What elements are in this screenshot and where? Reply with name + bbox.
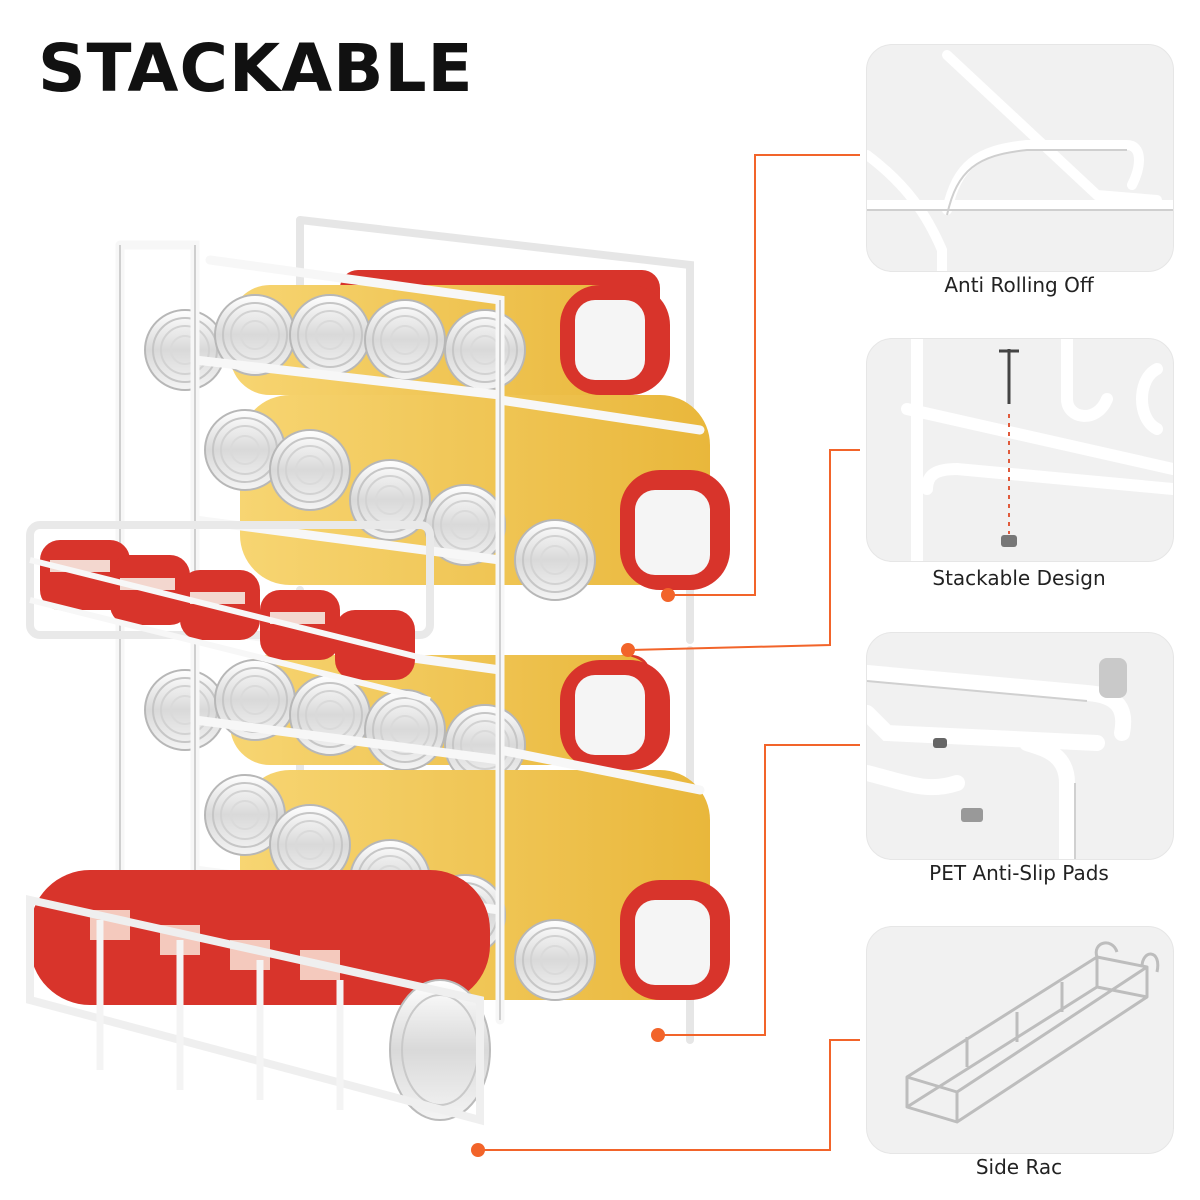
anti-slip-pad-detail-icon	[867, 658, 1132, 859]
feature-label: Side Rac	[975, 1155, 1063, 1179]
feature-image-anti-rolling	[866, 44, 1174, 272]
feature-label: Anti Rolling Off	[944, 273, 1094, 297]
headline: STACKABLE	[38, 30, 474, 107]
feature-image-side-rack	[866, 926, 1174, 1154]
feature-image-anti-slip	[866, 632, 1174, 860]
feature-label: Stackable Design	[932, 566, 1106, 590]
feature-label: PET Anti-Slip Pads	[929, 861, 1109, 885]
stackable-screw-detail-icon	[901, 339, 1173, 561]
side-rack-basket-detail-icon	[905, 941, 1160, 1124]
feature-image-stackable	[866, 338, 1174, 562]
anti-rolling-wire-detail-icon	[867, 50, 1173, 271]
